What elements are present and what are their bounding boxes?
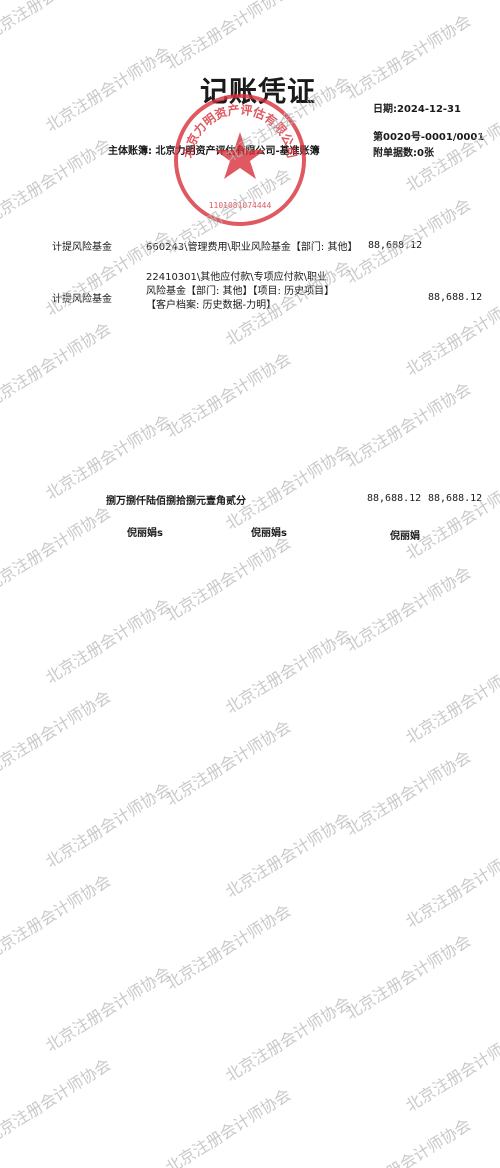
- watermark-text: 北京注册会计师协会: [0, 0, 114, 43]
- watermark-text: 北京注册会计师协会: [222, 625, 354, 717]
- signature-2: 倪丽娟s: [251, 528, 287, 539]
- entry-1-summary: 计提风险基金: [52, 242, 112, 253]
- watermark-text: 北京注册会计师协会: [342, 379, 474, 471]
- voucher-number: 第0020号-0001/0001: [373, 132, 485, 143]
- signature-3: 倪丽娟: [390, 531, 420, 542]
- seal-code: 1101081074444: [209, 201, 272, 210]
- watermark-text: 北京注册会计师协会: [162, 0, 294, 73]
- watermark-text: 北京注册会计师协会: [0, 871, 114, 963]
- entry-2-credit: 88,688.12: [428, 292, 483, 303]
- watermark-text: 北京注册会计师协会: [222, 441, 354, 533]
- watermark-text: 北京注册会计师协会: [0, 687, 114, 779]
- watermark-text: 北京注册会计师协会: [42, 411, 174, 503]
- entry-2-account: 22410301\其他应付款\专项应付款\职业风险基金【部门: 其他】【项目: …: [146, 272, 335, 311]
- watermark-text: 北京注册会计师协会: [342, 563, 474, 655]
- watermark-text: 北京注册会计师协会: [0, 1055, 114, 1147]
- watermark-text: 北京注册会计师协会: [402, 471, 500, 563]
- watermark-text: 北京注册会计师协会: [222, 993, 354, 1085]
- watermark-text: 北京注册会计师协会: [402, 839, 500, 931]
- watermark-text: 北京注册会计师协会: [0, 503, 114, 595]
- watermark-text: 北京注册会计师协会: [0, 135, 114, 227]
- watermark-text: 北京注册会计师协会: [0, 319, 114, 411]
- watermark-text: 北京注册会计师协会: [162, 533, 294, 625]
- company-seal-stamp: 北京力明资产评估有限公司 1101081074444: [174, 94, 306, 226]
- signature-1: 倪丽娟s: [127, 528, 163, 539]
- watermark-text: 北京注册会计师协会: [42, 595, 174, 687]
- watermark-text: 北京注册会计师协会: [162, 1085, 294, 1168]
- attachment-count: 附单据数:0张: [373, 148, 434, 159]
- entry-2-summary: 计提风险基金: [52, 294, 112, 305]
- watermark-text: 北京注册会计师协会: [42, 43, 174, 135]
- total-credit: 88,688.12: [428, 493, 483, 504]
- entry-1-account: 660243\管理费用\职业风险基金【部门: 其他】: [146, 242, 358, 253]
- watermark-text: 北京注册会计师协会: [162, 717, 294, 809]
- watermark-text: 北京注册会计师协会: [222, 809, 354, 901]
- watermark-text: 北京注册会计师协会: [342, 747, 474, 839]
- watermark-text: 北京注册会计师协会: [162, 901, 294, 993]
- watermark-text: 北京注册会计师协会: [342, 1115, 474, 1168]
- watermark-text: 北京注册会计师协会: [162, 349, 294, 441]
- watermark-text: 北京注册会计师协会: [42, 963, 174, 1055]
- watermark-text: 北京注册会计师协会: [342, 931, 474, 1023]
- voucher-title: 记账凭证: [200, 75, 317, 108]
- watermark-text: 北京注册会计师协会: [342, 11, 474, 103]
- entry-1-debit: 88,688.12: [368, 240, 423, 251]
- total-amount-words: 捌万捌仟陆佰捌拾捌元壹角贰分: [106, 496, 246, 507]
- watermark-text: 北京注册会计师协会: [42, 779, 174, 871]
- total-debit: 88,688.12: [367, 493, 422, 504]
- voucher-date: 日期:2024-12-31: [373, 104, 461, 115]
- watermark-text: 北京注册会计师协会: [402, 655, 500, 747]
- watermark-text: 北京注册会计师协会: [402, 1023, 500, 1115]
- entity-ledger: 主体账簿: 北京力明资产评估有限公司-基准账簿: [108, 146, 320, 157]
